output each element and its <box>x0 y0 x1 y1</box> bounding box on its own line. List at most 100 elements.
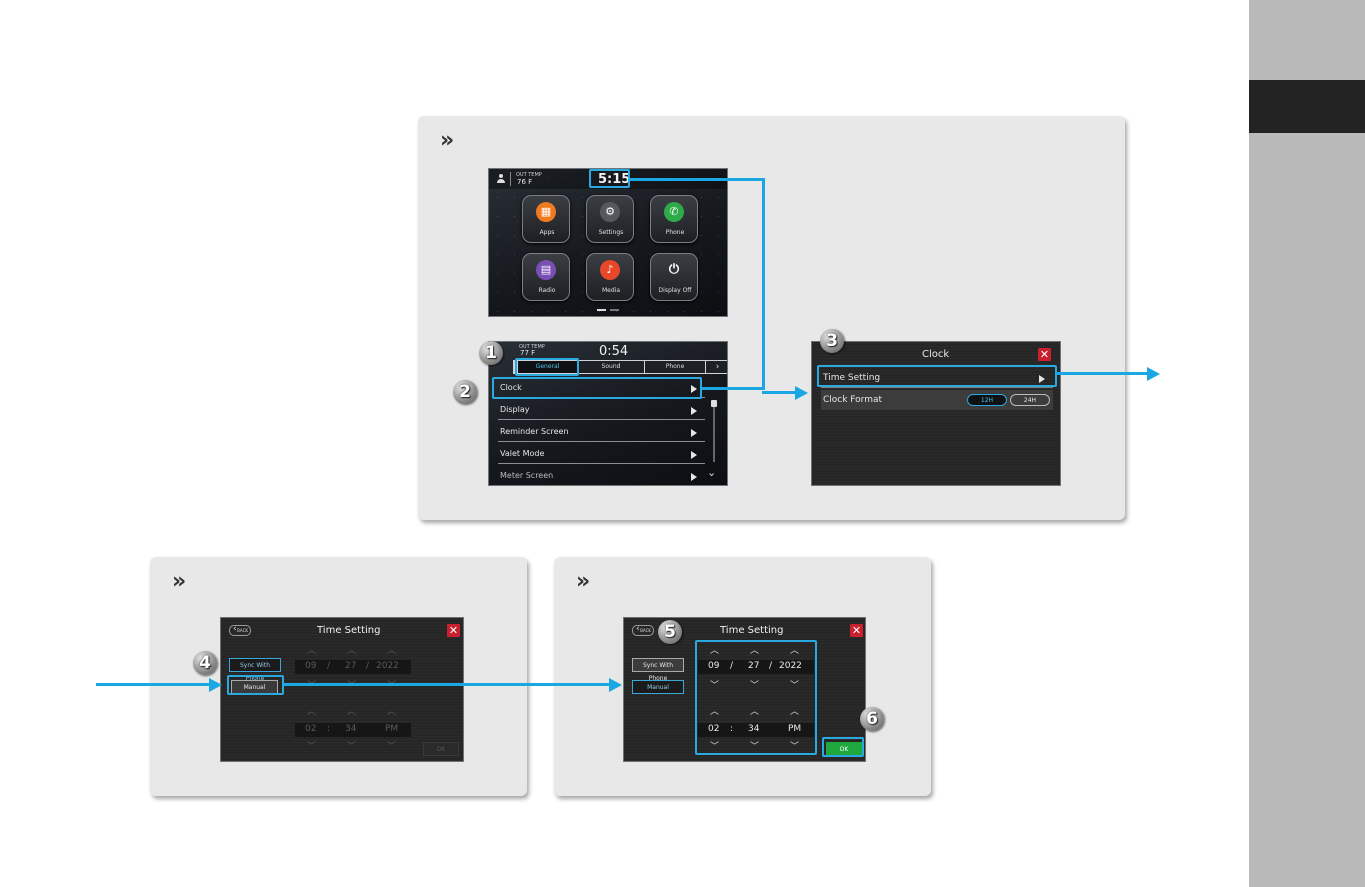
close-icon[interactable]: ✕ <box>850 624 863 637</box>
month-up-icon: ︿ <box>307 646 317 656</box>
apps-grid-icon: ▦ <box>536 202 556 222</box>
year-up-icon: ︿ <box>387 646 397 656</box>
date-fields <box>295 660 411 674</box>
phone-tile[interactable]: ✆ Phone <box>650 195 698 243</box>
arrow-connector <box>630 178 765 181</box>
media-tile[interactable]: ♪ Media <box>586 253 634 301</box>
minute-up-icon[interactable]: ︿ <box>750 707 760 717</box>
play-arrow-icon <box>691 451 697 459</box>
display-off-tile[interactable]: ⏻ Display Off <box>650 253 698 301</box>
settings-tile[interactable]: ⚙ Settings <box>586 195 634 243</box>
arrow-connector <box>1056 372 1148 375</box>
step-badge-4: 4 <box>193 651 217 675</box>
format-24h-button[interactable]: 24H <box>1010 394 1050 406</box>
day-value: 27 <box>345 661 357 671</box>
chevron-double-icon: » <box>440 128 455 153</box>
tab-sound[interactable]: Sound <box>578 361 644 373</box>
ok-button: OK <box>423 742 459 756</box>
back-button[interactable]: BACK <box>229 624 251 636</box>
settings-row-reminder-screen[interactable]: Reminder Screen <box>498 422 705 442</box>
play-arrow-icon <box>691 473 697 481</box>
user-icon[interactable] <box>496 174 506 184</box>
day-up-icon[interactable]: ︿ <box>750 646 760 656</box>
clock-highlight <box>589 169 630 188</box>
hour-up-icon: ︿ <box>307 707 317 717</box>
play-arrow-icon <box>691 407 697 415</box>
year-down-icon: ﹀ <box>387 681 397 691</box>
hour-value: 02 <box>708 724 720 734</box>
date-fields <box>698 660 814 674</box>
month-down-icon[interactable]: ﹀ <box>710 681 720 691</box>
clock-row-time-setting[interactable]: Time Setting <box>821 368 1053 388</box>
year-up-icon[interactable]: ︿ <box>790 646 800 656</box>
time-setting-title: Time Setting <box>317 625 381 636</box>
time-fields <box>698 723 814 737</box>
minute-down-icon: ﹀ <box>347 742 357 752</box>
ok-button-highlight <box>822 737 864 757</box>
time-setting-row-highlight <box>817 365 1057 387</box>
settings-row-valet-mode[interactable]: Valet Mode <box>498 444 705 464</box>
month-up-icon[interactable]: ︿ <box>710 646 720 656</box>
step-badge-1: 1 <box>479 341 503 365</box>
settings-row-meter-screen[interactable]: Meter Screen <box>498 466 705 485</box>
panel-step-c: » BACK Time Setting ✕ Sync With Phone Ma… <box>554 557 931 796</box>
year-value: 2022 <box>376 661 399 671</box>
page-indicator <box>597 309 621 311</box>
minute-down-icon[interactable]: ﹀ <box>750 742 760 752</box>
ampm-value: PM <box>788 724 802 734</box>
step-badge-2: 2 <box>453 380 477 404</box>
close-icon[interactable]: ✕ <box>447 624 460 637</box>
time-setting-screen-a: BACK Time Setting ✕ Sync With Phone Manu… <box>220 617 464 762</box>
close-icon[interactable]: ✕ <box>1038 348 1051 361</box>
play-arrow-icon <box>691 429 697 437</box>
arrow-head-icon <box>209 678 222 692</box>
phone-icon: ✆ <box>664 202 684 222</box>
hour-up-icon[interactable]: ︿ <box>710 707 720 717</box>
home-screen: OUT TEMP 76 F 5:15 ▦ Apps ⚙ Settings ✆ P… <box>488 168 728 317</box>
manual-button[interactable]: Manual <box>632 680 684 694</box>
tab-general[interactable]: General <box>518 361 577 373</box>
tab-phone[interactable]: Phone <box>645 361 705 373</box>
day-down-icon[interactable]: ﹀ <box>750 681 760 691</box>
ampm-down-icon[interactable]: ﹀ <box>790 742 800 752</box>
ampm-up-icon: ︿ <box>387 707 397 717</box>
day-down-icon: ﹀ <box>347 681 357 691</box>
month-down-icon: ﹀ <box>307 681 317 691</box>
minute-value: 34 <box>748 724 760 734</box>
power-icon: ⏻ <box>668 262 680 277</box>
chevron-double-icon: » <box>172 569 187 594</box>
home-clock[interactable]: 5:15 <box>598 172 631 187</box>
settings-row-display[interactable]: Display <box>498 400 705 420</box>
manual-button-highlight <box>227 675 284 695</box>
arrow-connector <box>762 391 796 394</box>
ampm-up-icon[interactable]: ︿ <box>790 707 800 717</box>
settings-clock: 0:54 <box>599 344 629 359</box>
apps-tile[interactable]: ▦ Apps <box>522 195 570 243</box>
play-arrow-icon <box>1039 375 1045 383</box>
out-temp-label: OUT TEMP <box>516 172 542 178</box>
scroll-down-chevron-icon[interactable]: ⌄ <box>707 466 717 479</box>
arrow-connector <box>702 387 762 390</box>
tab-next-chevron-icon[interactable]: › <box>706 361 727 373</box>
ampm-value: PM <box>385 724 399 734</box>
sync-with-phone-button[interactable]: Sync With Phone <box>632 658 684 682</box>
hour-down-icon: ﹀ <box>307 742 317 752</box>
format-12h-button[interactable]: 12H <box>967 394 1007 406</box>
step-badge-6: 6 <box>860 707 884 731</box>
year-down-icon[interactable]: ﹀ <box>790 681 800 691</box>
arrow-head-icon <box>795 386 808 400</box>
scrollbar[interactable] <box>711 400 717 462</box>
gear-icon: ⚙ <box>600 202 620 222</box>
radio-tile[interactable]: ▤ Radio <box>522 253 570 301</box>
panel-step-b: » BACK Time Setting ✕ Sync With Phone Ma… <box>150 557 527 796</box>
time-setting-title: Time Setting <box>720 625 784 636</box>
sync-with-phone-button[interactable]: Sync With Phone <box>229 658 281 682</box>
play-arrow-icon <box>691 385 697 393</box>
panel-step-a: » OUT TEMP 76 F 5:15 ▦ Apps ⚙ Settings ✆… <box>418 116 1125 520</box>
chapter-sidebar <box>1249 0 1365 887</box>
time-fields <box>295 723 411 737</box>
out-temp-value: 77 F <box>520 349 536 357</box>
hour-down-icon[interactable]: ﹀ <box>710 742 720 752</box>
arrow-connector <box>284 683 610 686</box>
back-button[interactable]: BACK <box>632 624 654 636</box>
